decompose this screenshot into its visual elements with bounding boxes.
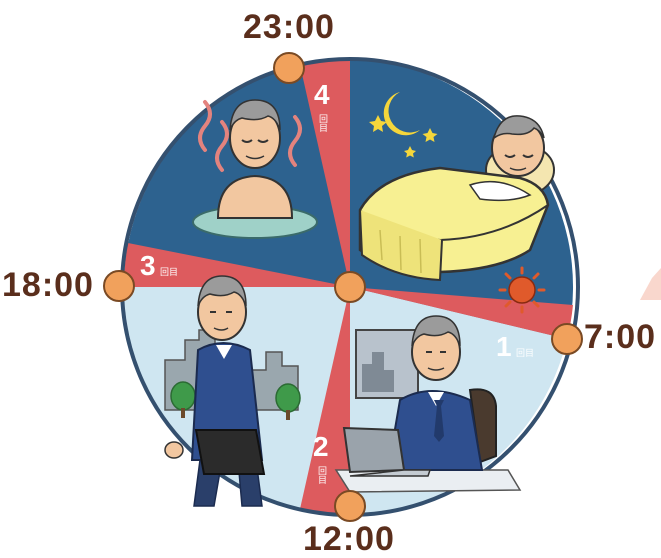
center-dot xyxy=(335,272,365,302)
wedge-3-suffix: 回目 xyxy=(160,267,178,278)
wedge-4-number: 4 xyxy=(314,79,330,110)
dot-23 xyxy=(274,53,304,83)
light-ray xyxy=(640,268,661,300)
wedge-4-suffix: 回目 xyxy=(317,114,328,132)
wedge-1-suffix: 回目 xyxy=(516,348,534,359)
wedge-3-number: 3 xyxy=(140,250,156,281)
sleeping-man xyxy=(492,116,544,176)
briefcase-icon xyxy=(196,430,264,474)
wedge-2-number: 2 xyxy=(313,431,329,462)
dot-12 xyxy=(335,491,365,521)
wedge-1-number: 1 xyxy=(496,331,512,362)
dot-7 xyxy=(552,324,582,354)
dot-18 xyxy=(104,271,134,301)
wedge-2-suffix: 回目 xyxy=(316,466,327,484)
